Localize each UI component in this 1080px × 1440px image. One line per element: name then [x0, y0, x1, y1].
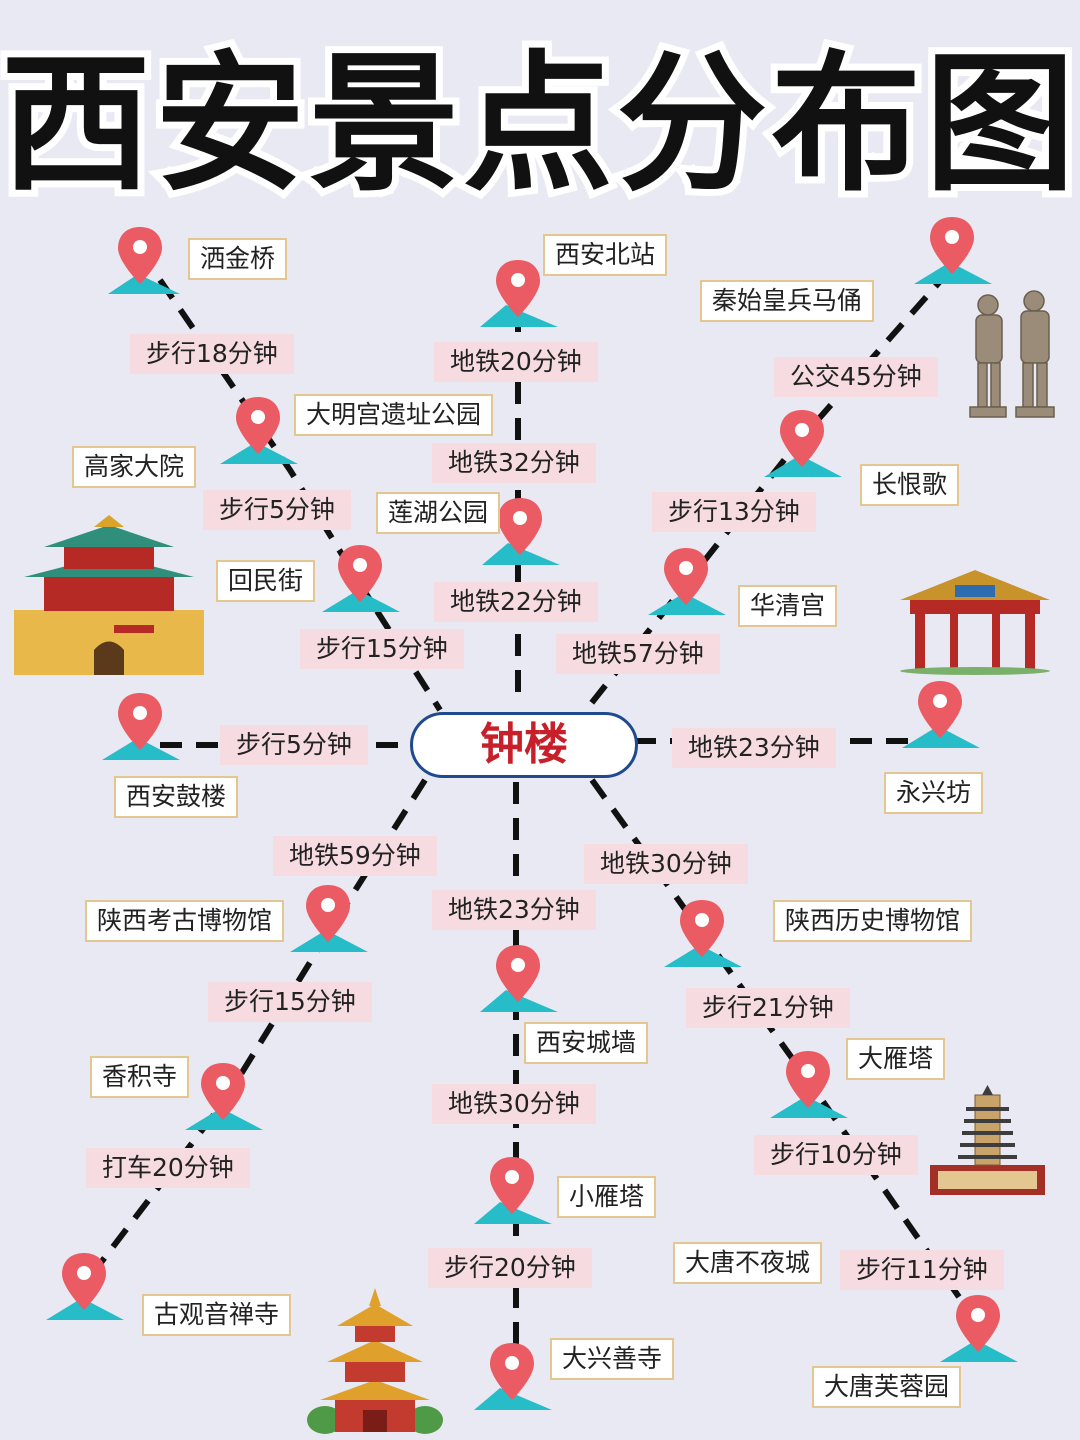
- travel-time-label: 地铁20分钟: [434, 342, 598, 382]
- location-pin-icon: [102, 693, 180, 760]
- travel-time-label: 打车20分钟: [86, 1148, 250, 1188]
- location-pin-icon: [914, 217, 992, 284]
- travel-time-label: 步行21分钟: [686, 988, 850, 1028]
- location-pin-icon: [290, 885, 368, 952]
- travel-time-label: 步行18分钟: [130, 334, 294, 374]
- travel-time-label: 步行5分钟: [203, 490, 351, 530]
- place-label: 莲湖公园: [376, 492, 501, 534]
- location-pin-icon: [940, 1295, 1018, 1362]
- place-label: 古观音禅寺: [142, 1294, 292, 1336]
- place-label: 永兴坊: [884, 772, 984, 814]
- location-pin-icon: [474, 1343, 552, 1410]
- place-label: 小雁塔: [557, 1176, 657, 1218]
- travel-time-label: 地铁23分钟: [672, 728, 836, 768]
- place-label: 大兴善寺: [550, 1338, 675, 1380]
- location-pin-icon: [474, 1157, 552, 1224]
- place-label: 回民街: [216, 560, 316, 602]
- place-label: 秦始皇兵马俑: [700, 280, 875, 322]
- place-label: 陕西历史博物馆: [773, 900, 973, 942]
- travel-time-label: 步行5分钟: [220, 725, 368, 765]
- location-pin-icon: [480, 945, 558, 1012]
- place-label: 西安北站: [543, 234, 668, 276]
- location-pin-icon: [185, 1063, 263, 1130]
- place-label: 大雁塔: [846, 1038, 946, 1080]
- place-label: 西安城墙: [524, 1022, 649, 1064]
- page-title: 西安景点分布图: [0, 33, 1080, 217]
- travel-time-label: 地铁57分钟: [556, 634, 720, 674]
- place-label: 大唐不夜城: [673, 1242, 823, 1284]
- archway-icon: [900, 570, 1050, 675]
- place-label: 华清宫: [738, 585, 838, 627]
- location-pin-icon: [480, 260, 558, 327]
- location-pin-icon: [46, 1253, 124, 1320]
- location-pin-icon: [770, 1051, 848, 1118]
- place-label: 高家大院: [72, 446, 197, 488]
- terracotta-warriors-icon: [969, 290, 1055, 418]
- travel-time-label: 地铁30分钟: [584, 844, 748, 884]
- location-pin-icon: [648, 548, 726, 615]
- travel-time-label: 步行10分钟: [754, 1135, 918, 1175]
- travel-time-label: 步行15分钟: [208, 982, 372, 1022]
- travel-time-label: 步行11分钟: [840, 1250, 1004, 1290]
- travel-time-label: 地铁22分钟: [434, 582, 598, 622]
- place-label: 香积寺: [90, 1056, 190, 1098]
- travel-time-label: 地铁59分钟: [273, 836, 437, 876]
- travel-time-label: 地铁30分钟: [432, 1084, 596, 1124]
- location-pin-icon: [220, 397, 298, 464]
- pagoda-icon: [930, 1085, 1045, 1195]
- place-label: 陕西考古博物馆: [85, 900, 285, 942]
- travel-time-label: 步行13分钟: [652, 492, 816, 532]
- travel-time-label: 地铁23分钟: [432, 890, 596, 930]
- place-label: 西安鼓楼: [114, 776, 239, 818]
- location-pin-icon: [322, 545, 400, 612]
- place-label: 大唐芙蓉园: [812, 1366, 962, 1408]
- location-pin-icon: [108, 227, 180, 294]
- place-label: 长恨歌: [860, 464, 960, 506]
- travel-time-label: 地铁32分钟: [432, 443, 596, 483]
- location-pin-icon: [902, 681, 980, 748]
- location-pin-icon: [482, 498, 560, 565]
- pavilion-icon: [307, 1288, 443, 1434]
- bell-tower-icon: [14, 515, 204, 675]
- center-node-bell-tower: 钟楼: [410, 712, 638, 778]
- travel-time-label: 步行15分钟: [300, 629, 464, 669]
- place-label: 大明宫遗址公园: [294, 394, 494, 436]
- place-label: 洒金桥: [188, 238, 288, 280]
- location-pin-icon: [764, 410, 842, 477]
- location-pin-icon: [664, 900, 742, 967]
- travel-time-label: 步行20分钟: [428, 1248, 592, 1288]
- travel-time-label: 公交45分钟: [774, 357, 938, 397]
